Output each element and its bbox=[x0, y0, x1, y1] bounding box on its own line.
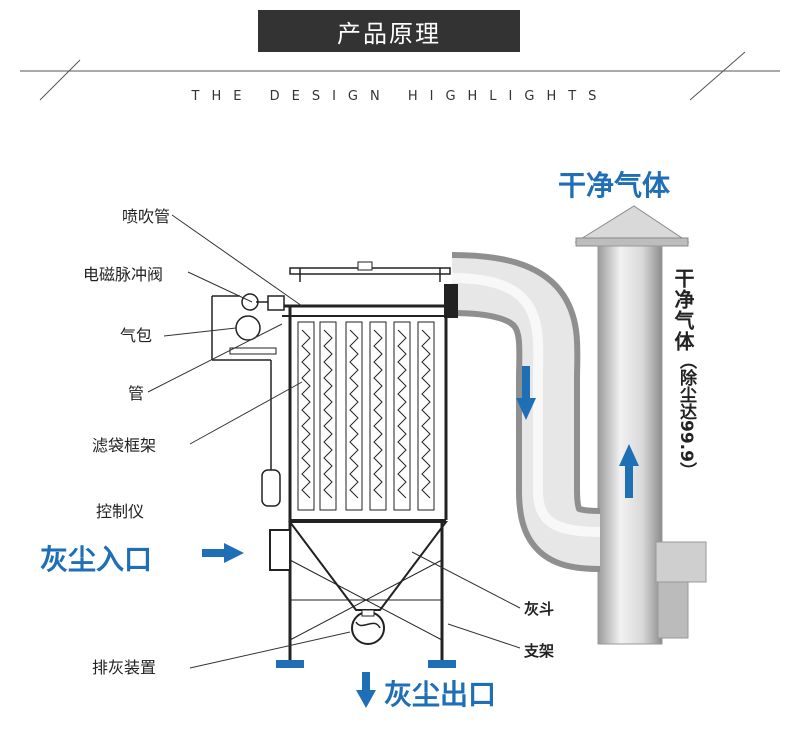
inlet-arrow bbox=[202, 543, 244, 563]
label-bag-frame: 滤袋框架 bbox=[92, 436, 157, 455]
connecting-duct bbox=[444, 252, 601, 572]
header-divider bbox=[20, 51, 780, 101]
label-support: 支架 bbox=[524, 642, 555, 660]
label-dust-inlet: 灰尘入口 bbox=[40, 543, 153, 576]
flow-arrows bbox=[516, 366, 639, 498]
label-dust-outlet: 灰尘出口 bbox=[384, 678, 497, 711]
label-removal-rate: （除尘达99.9） bbox=[676, 352, 696, 479]
section-subtitle: THE DESIGN HIGHLIGHTS bbox=[191, 89, 609, 104]
filter-bags bbox=[297, 321, 435, 511]
label-pipe: 管 bbox=[128, 384, 145, 403]
label-ash-discharge: 排灰装置 bbox=[92, 658, 157, 677]
leader-lines bbox=[147, 214, 521, 669]
section-title: 产品原理 bbox=[258, 10, 520, 52]
exhaust-stack bbox=[574, 205, 707, 645]
label-air-bag: 气包 bbox=[120, 326, 153, 345]
label-clean-gas: 干净气体 bbox=[558, 169, 671, 202]
outlet-arrow bbox=[356, 672, 376, 708]
label-clean-gas-vertical: 干净气体 bbox=[671, 268, 695, 352]
label-ash-hopper: 灰斗 bbox=[524, 600, 555, 618]
pulse-valve bbox=[235, 293, 285, 341]
collector-body bbox=[211, 261, 456, 668]
label-controller: 控制仪 bbox=[96, 502, 145, 521]
label-pulse-valve: 电磁脉冲阀 bbox=[83, 265, 164, 284]
label-spray-pipe: 喷吹管 bbox=[122, 207, 171, 226]
